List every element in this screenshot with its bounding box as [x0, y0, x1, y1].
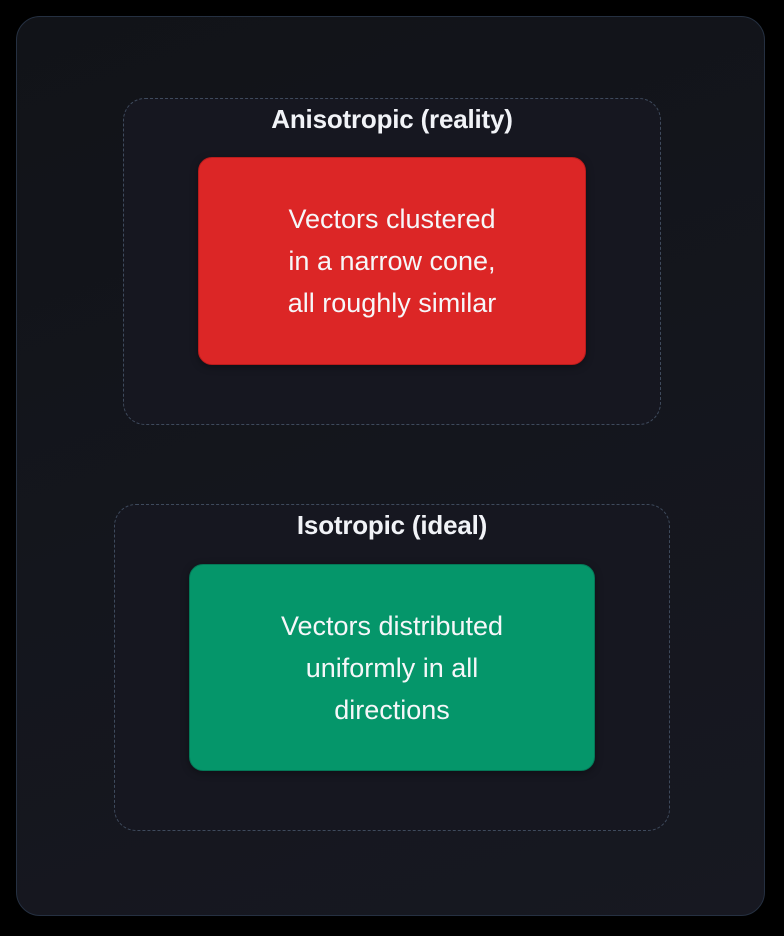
node-isotropic-vectors-distributed: Vectors distributed uniformly in all dir… [189, 564, 595, 771]
subgraph-anisotropic-title: Anisotropic (reality) [271, 104, 513, 134]
subgraph-isotropic-title: Isotropic (ideal) [296, 510, 488, 540]
node-anisotropic-vectors-clustered: Vectors clustered in a narrow cone, all … [198, 157, 586, 365]
